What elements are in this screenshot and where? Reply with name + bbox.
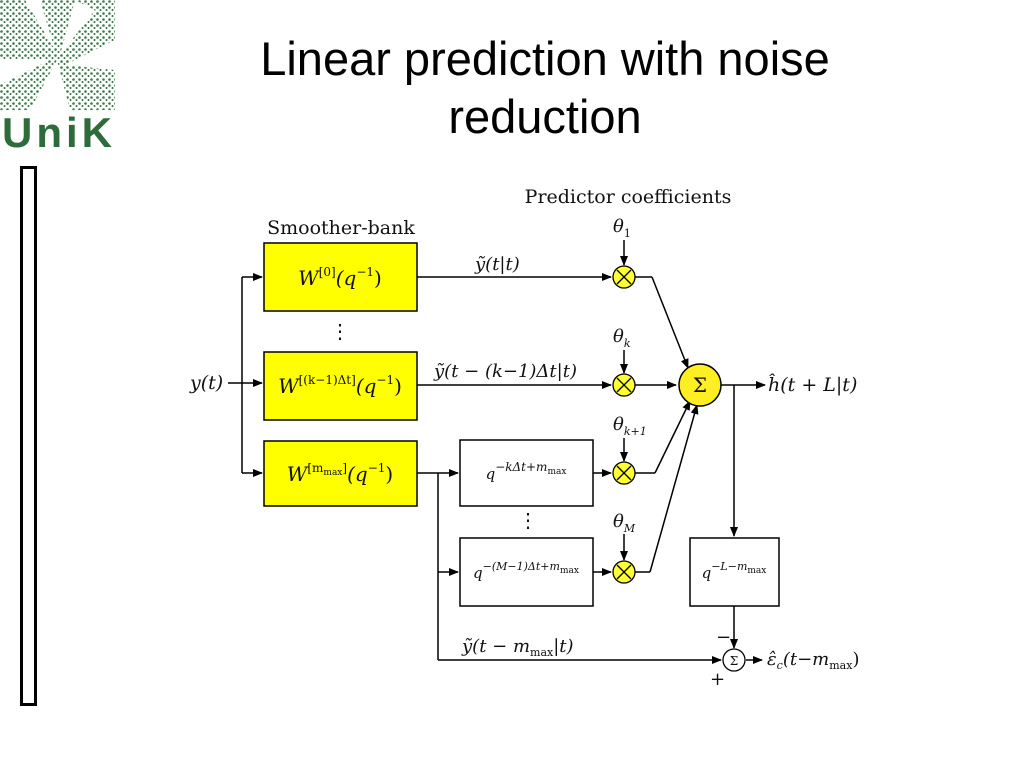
multiplier-k [612, 373, 636, 397]
svg-text:W[0](q−1): W[0](q−1) [298, 265, 382, 290]
svg-text:W[mmax](q−1): W[mmax](q−1) [287, 461, 393, 486]
error-output-label: ε̂c(t−mmax) [767, 649, 859, 672]
multiplier-1 [612, 265, 636, 289]
svg-text:W[(k−1)Δt](q−1): W[(k−1)Δt](q−1) [278, 373, 402, 398]
theta-k-label: θk [613, 326, 631, 350]
minus-sign: − [716, 627, 731, 648]
output-lines [721, 381, 766, 664]
multiplier-k1 [612, 461, 636, 485]
delay-dots: ⋮ [518, 508, 538, 532]
svg-text:Σ: Σ [693, 373, 707, 397]
signal-lines [417, 273, 722, 664]
theta-1-label: θ1 [613, 216, 631, 240]
smoother-bank-header: Smoother-bank [267, 217, 415, 239]
slide-title: Linear prediction with noise reduction [140, 30, 950, 146]
theta-m-label: θM [613, 511, 636, 535]
output-h-label: ĥ(t + L|t) [768, 373, 857, 396]
delay-box-1: q−kΔt+mmax [459, 439, 594, 507]
signal-k-label: ỹ(t − (k−1)Δt|t) [433, 361, 577, 382]
bottom-signal-label: ỹ(t − mmax|t) [461, 636, 574, 659]
signal-1-label: ỹ(t|t) [474, 254, 520, 275]
predictor-coefficients-header: Predictor coefficients [525, 186, 732, 208]
title-line-1: Linear prediction with noise [260, 32, 830, 85]
sum-input-lines [635, 276, 699, 573]
smoother-box-max: W[mmax](q−1) [263, 440, 418, 507]
multiplier-nodes [612, 265, 636, 584]
svg-text:q−kΔt+mmax: q−kΔt+mmax [486, 460, 567, 483]
title-line-2: reduction [448, 90, 642, 143]
theta-k1-label: θk+1 [613, 414, 647, 438]
svg-text:q−(M−1)Δt+mmax: q−(M−1)Δt+mmax [473, 560, 579, 582]
delay-box-3: q−L−mmax [689, 537, 780, 607]
logo-text: UniK [2, 109, 112, 152]
plus-sign: + [710, 669, 725, 690]
delay-box-2: q−(M−1)Δt+mmax [459, 537, 594, 607]
smoother-box-0: W[0](q−1) [263, 242, 418, 312]
error-summation-node: Σ [722, 648, 746, 672]
input-lines [228, 273, 263, 477]
svg-text:q−L−mmax: q−L−mmax [702, 560, 767, 582]
summation-node: Σ [678, 363, 722, 407]
smoother-dots: ⋮ [330, 319, 350, 343]
unik-logo: UniK [0, 0, 115, 152]
sidebar-bar [20, 166, 37, 706]
smoother-box-k: W[(k−1)Δt](q−1) [263, 351, 418, 421]
svg-text:Σ: Σ [730, 654, 738, 668]
multiplier-m [612, 560, 636, 584]
input-label: y(t) [189, 372, 223, 394]
